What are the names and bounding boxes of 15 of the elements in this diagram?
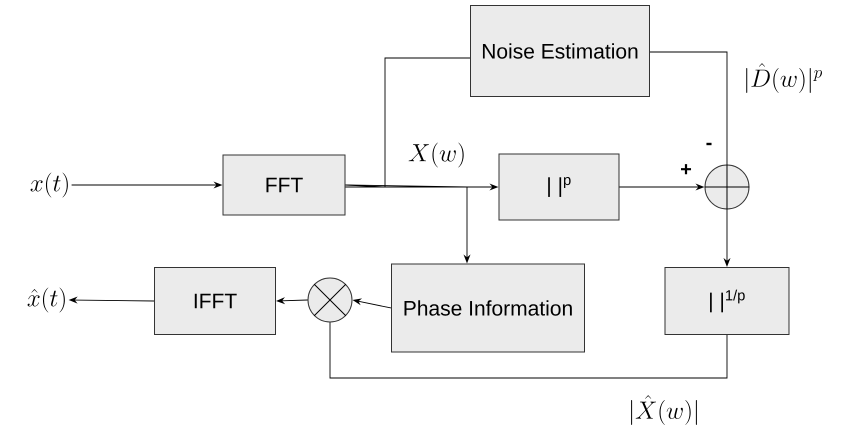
process-box: Noise Estimation [470, 5, 650, 97]
signal-label: $\hat{x}(t)$ [28, 288, 65, 312]
process-box: IFFT [154, 267, 276, 335]
sum-junction [704, 164, 750, 210]
process-box: | |$^{1/p}$ [664, 267, 790, 335]
edge-label: $X(w)$ [408, 142, 464, 168]
signal-label: $x(t)$ [30, 172, 68, 198]
process-box: | |$^{p}$ [498, 154, 620, 220]
edge-label: $|\hat{D}(w)|^p$ [746, 63, 822, 93]
process-box: FFT [222, 154, 346, 216]
sign-label: - [706, 142, 712, 146]
edge-label: $|\hat{X}(w)|$ [631, 395, 697, 425]
sign-label: + [681, 164, 692, 174]
multiplier-junction [308, 278, 352, 322]
process-box: Phase Information [391, 264, 585, 352]
